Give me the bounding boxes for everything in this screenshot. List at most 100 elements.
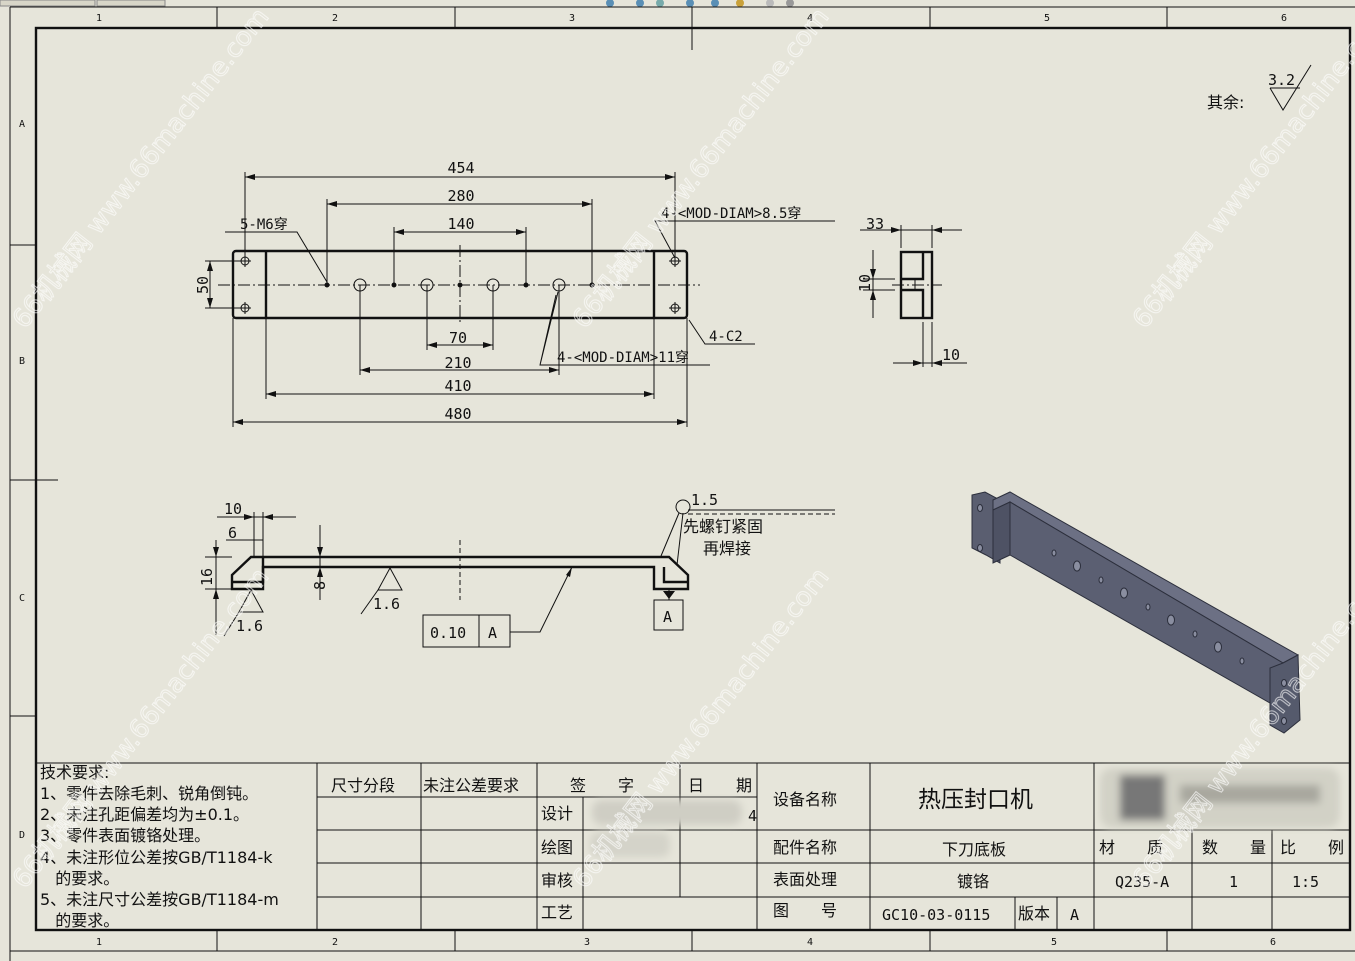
gdt-frame: 0.10 A (422, 566, 573, 648)
watermark-text: 66机械网 www.66machine.com (567, 2, 835, 334)
gdt-tolerance: 0.10 (430, 624, 466, 642)
label-process: 工艺 (541, 903, 573, 922)
dim-140: 140 (447, 215, 474, 233)
zone-labels: 1 2 3 4 5 6 1 2 3 4 5 6 A B C D (19, 13, 1287, 948)
zone-col-1: 1 (96, 13, 102, 24)
dim-210: 210 (444, 354, 471, 372)
header-size-segment: 尺寸分段 (331, 776, 395, 795)
weld-symbol: 1.5 先螺钉紧固 再焊接 (660, 491, 835, 566)
scale-label: 比 例 (1280, 838, 1344, 857)
zone-col-6-bottom: 6 (1270, 937, 1276, 948)
tech-req-line-2: 2、未注孔距偏差均为±0.1。 (40, 805, 249, 824)
callout-m6-holes: 5-M6穿 (240, 217, 288, 233)
roughness-note-value: 3.2 (1268, 71, 1295, 89)
tech-req-title: 技术要求: (40, 763, 109, 782)
zone-row-b: B (19, 356, 25, 367)
label-review: 审核 (541, 871, 573, 890)
roughness-symbol-icon (1269, 64, 1312, 111)
surface-value: 镀铬 (957, 872, 989, 891)
gdt-datum: A (488, 624, 497, 642)
sheet-border (9, 6, 1355, 961)
general-roughness-note: 其余: 3.2 (1207, 64, 1312, 112)
roughness-note-label: 其余: (1207, 93, 1244, 112)
header-tolerance: 未注公差要求 (423, 776, 519, 795)
scale-value: 1:5 (1292, 873, 1319, 891)
dim-10: 10 (224, 500, 242, 518)
callout-holes-8-5: 4-<MOD-DIAM>8.5穿 (661, 206, 801, 222)
watermark-text: 66机械网 www.66machine.com (7, 2, 275, 334)
material-label: 材 质 (1099, 838, 1163, 857)
dim-10-vertical: 10 (856, 274, 874, 292)
weld-all-around-icon (675, 499, 691, 515)
design-date-fragment: 4 (748, 807, 757, 825)
zone-col-5-bottom: 5 (1051, 937, 1057, 948)
toolbar-fragment[interactable] (0, 0, 794, 7)
tech-req-line-4: 4、未注形位公差按GB/T1184-k (40, 848, 273, 867)
dim-10-horizontal: 10 (942, 346, 960, 364)
dim-280: 280 (447, 187, 474, 205)
view-toolbar-icons[interactable] (606, 0, 794, 7)
zone-row-d: D (19, 830, 25, 841)
quantity-value: 1 (1229, 873, 1238, 891)
label-design: 设计 (541, 804, 573, 823)
side-view[interactable]: 33 10 10 (856, 215, 967, 367)
zone-col-4-bottom: 4 (807, 937, 813, 948)
header-sign: 签 字 (570, 776, 634, 795)
label-draw: 绘图 (541, 838, 573, 857)
tech-requirements: 技术要求: 1、零件去除毛刺、锐角倒钝。 2、未注孔距偏差均为±0.1。 3、零… (40, 763, 279, 930)
callout-chamfer: 4-C2 (709, 329, 743, 345)
zone-col-6: 6 (1281, 13, 1287, 24)
zone-col-2: 2 (332, 13, 338, 24)
zone-col-3: 3 (569, 13, 575, 24)
zone-row-a: A (19, 119, 25, 130)
blurred-logo (1100, 768, 1340, 828)
zone-row-c: C (19, 593, 25, 604)
equipment-value: 热压封口机 (918, 787, 1033, 813)
roughness-value-1: 1.6 (236, 617, 263, 635)
front-dimensions (205, 172, 688, 427)
datum-a: A (653, 589, 684, 631)
version-label: 版本 (1018, 904, 1050, 923)
datum-label: A (663, 608, 672, 626)
front-view[interactable]: 454 280 140 70 210 410 480 50 5-M6穿 4-<M… (194, 159, 835, 427)
watermark: 66机械网 www.66machine.com 66机械网 www.66mach… (6, 2, 1355, 895)
weld-size: 1.5 (691, 491, 718, 509)
surface-label: 表面处理 (773, 870, 837, 889)
callout-holes-11: 4-<MOD-DIAM>11穿 (557, 350, 689, 366)
roughness-value-2: 1.6 (373, 595, 400, 613)
bottom-view[interactable]: 10 6 16 8 1.6 1.6 0.10 A A 1.5 先螺钉紧固 (198, 491, 835, 648)
isometric-3d-view[interactable] (971, 491, 1301, 734)
title-block: 技术要求: 1、零件去除毛刺、锐角倒钝。 2、未注孔距偏差均为±0.1。 3、零… (36, 762, 1350, 930)
part-value: 下刀底板 (942, 840, 1006, 859)
tech-req-line-7: 的要求。 (40, 911, 119, 930)
dim-16: 16 (198, 568, 216, 586)
dim-70: 70 (449, 329, 467, 347)
tech-req-line-3: 3、零件表面镀铬处理。 (40, 826, 210, 845)
header-date: 日 期 (688, 776, 752, 795)
dim-8: 8 (311, 581, 329, 590)
drawing-no-label: 图 号 (773, 901, 837, 920)
dim-410: 410 (444, 377, 471, 395)
dim-6: 6 (228, 524, 237, 542)
callouts (225, 220, 835, 366)
zone-col-2-bottom: 2 (332, 937, 338, 948)
zone-col-4: 4 (807, 13, 813, 24)
version-value: A (1070, 906, 1079, 924)
drawing-no-value: GC10-03-0115 (882, 906, 990, 924)
dim-480: 480 (444, 405, 471, 423)
quantity-label: 数 量 (1202, 838, 1266, 857)
part-label: 配件名称 (773, 838, 837, 857)
tech-req-line-1: 1、零件去除毛刺、锐角倒钝。 (40, 784, 258, 803)
weld-note-line-2: 再焊接 (703, 539, 751, 558)
watermark-text: 66机械网 www.66machine.com (1127, 2, 1355, 334)
dim-50: 50 (194, 276, 212, 294)
zone-col-1-bottom: 1 (96, 937, 102, 948)
tech-req-line-6: 5、未注尺寸公差按GB/T1184-m (40, 890, 279, 909)
zone-col-5: 5 (1044, 13, 1050, 24)
blurred-signature (590, 800, 742, 857)
equipment-label: 设备名称 (773, 790, 837, 809)
dim-33: 33 (866, 215, 884, 233)
material-value: Q235-A (1115, 873, 1169, 891)
tech-req-line-5: 的要求。 (40, 869, 119, 888)
